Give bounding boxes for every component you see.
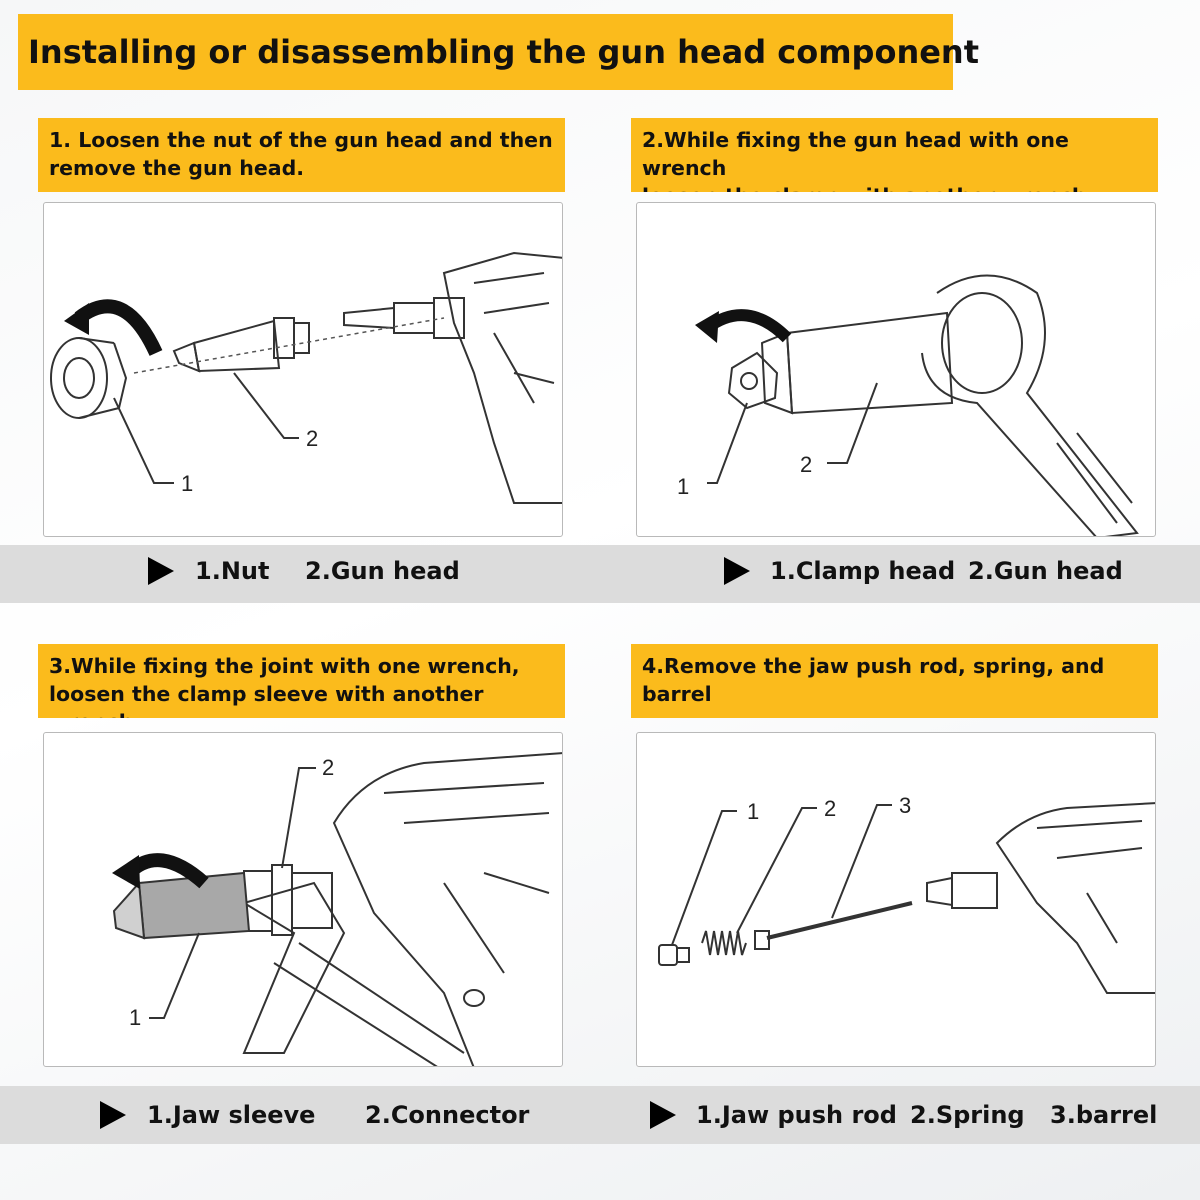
play-triangle-icon (650, 1101, 676, 1129)
callout-2: 2 (306, 426, 318, 451)
callout-1: 1 (129, 1005, 141, 1030)
callout-1: 1 (181, 471, 193, 496)
callout-1: 1 (747, 799, 759, 824)
step-1-illustration: 1 2 (43, 202, 563, 537)
step-2-title: 2.While fixing the gun head with one wre… (631, 118, 1158, 192)
legend-item: 2.Connector (365, 1101, 530, 1129)
legend-item: 3.barrel (1050, 1101, 1158, 1129)
legend-band-top (0, 545, 1200, 603)
step-2-illustration: 1 2 (636, 202, 1156, 537)
play-triangle-icon (724, 557, 750, 585)
step-3-illustration: 1 2 (43, 732, 563, 1067)
callout-2: 2 (322, 755, 334, 780)
legend-item: 1.Clamp head (770, 557, 956, 585)
legend-band-bottom (0, 1086, 1200, 1144)
rotate-arrow-icon (64, 299, 163, 356)
legend-item: 2.Gun head (968, 557, 1123, 585)
step-4-illustration: 1 2 3 (636, 732, 1156, 1067)
callout-2: 2 (824, 796, 836, 821)
legend-item: 2.Spring (910, 1101, 1025, 1129)
rotate-arrow-icon (112, 853, 209, 889)
step-4-title: 4.Remove the jaw push rod, spring, and b… (631, 644, 1158, 718)
legend-item: 1.Jaw sleeve (147, 1101, 316, 1129)
step-1-title: 1. Loosen the nut of the gun head and th… (38, 118, 565, 192)
page-title: Installing or disassembling the gun head… (18, 14, 979, 90)
callout-1: 1 (677, 474, 689, 499)
step-3-title: 3.While fixing the joint with one wrench… (38, 644, 565, 718)
rotate-arrow-icon (695, 309, 792, 343)
callout-2: 2 (800, 452, 812, 477)
legend-item: 2.Gun head (305, 557, 460, 585)
callout-3: 3 (899, 793, 911, 818)
play-triangle-icon (100, 1101, 126, 1129)
legend-item: 1.Nut (195, 557, 270, 585)
legend-item: 1.Jaw push rod (696, 1101, 897, 1129)
play-triangle-icon (148, 557, 174, 585)
